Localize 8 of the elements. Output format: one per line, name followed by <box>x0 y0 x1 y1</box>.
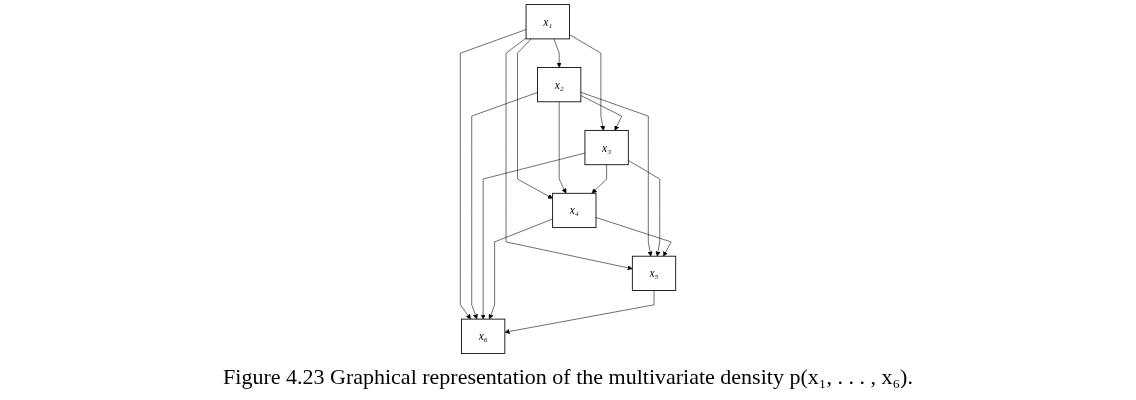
node-box <box>584 129 629 166</box>
node-box <box>525 4 570 40</box>
figure-caption: Figure 4.23 Graphical representation of the multivariate density p(x₁, . . . , x₆). <box>223 363 913 391</box>
node-box <box>552 192 597 229</box>
node-box <box>461 318 506 354</box>
graph-drawing: x₁ x₂ x₃ x₄ x₅ x₆ <box>0 0 1136 358</box>
node-box <box>631 255 677 291</box>
node-box <box>537 67 582 103</box>
